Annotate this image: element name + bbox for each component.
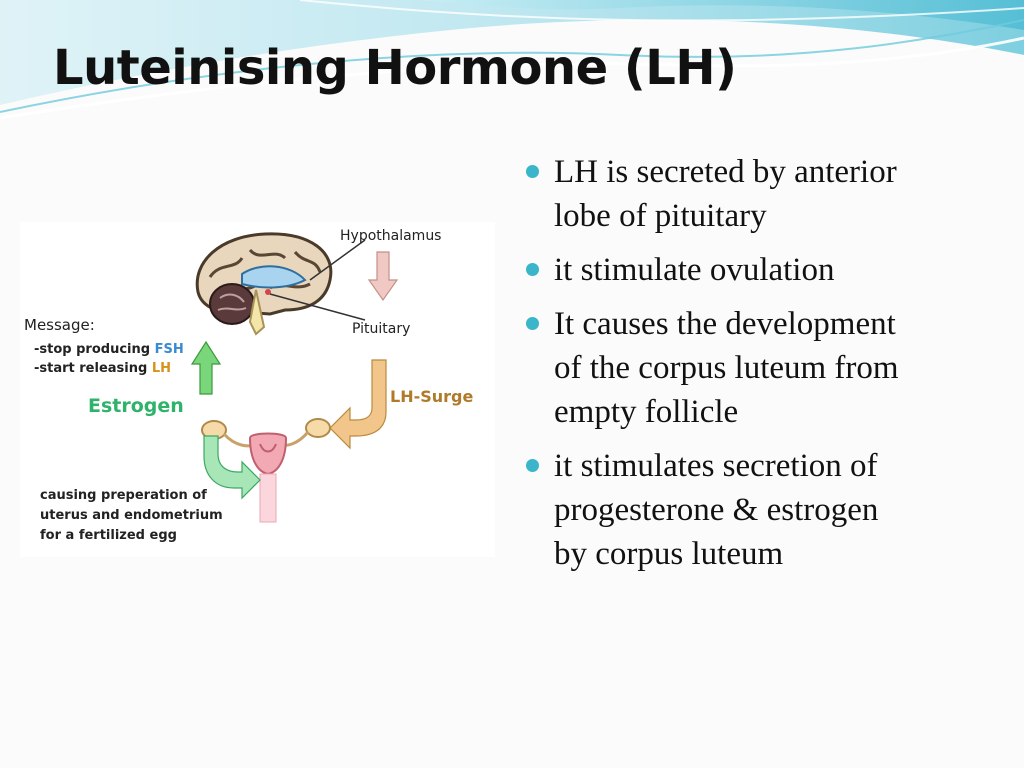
bullet-line: lobe of pituitary <box>554 198 767 234</box>
message-title: Message: <box>24 316 95 334</box>
lh-surge-label: LH-Surge <box>390 387 473 406</box>
message-line2-prefix: -start releasing <box>34 361 152 376</box>
bullet-line: empty follicle <box>554 394 739 430</box>
message-line-stop-fsh: -stop producing FSH <box>34 342 184 357</box>
lh-highlight: LH <box>152 361 171 376</box>
bullet-list: LH is secreted by anterior lobe of pitui… <box>524 150 994 586</box>
down-arrow-icon <box>367 251 399 302</box>
bullet-line: LH is secreted by anterior <box>554 154 897 190</box>
bullet-line: by corpus luteum <box>554 536 784 572</box>
bullet-dot-icon <box>526 317 539 330</box>
green-curved-arrow-icon <box>203 435 261 500</box>
estrogen-label: Estrogen <box>88 395 184 417</box>
brain-illustration <box>195 232 333 336</box>
bullet-item: it stimulate ovulation <box>524 248 994 292</box>
slide-title: Luteinising Hormone (LH) <box>53 40 737 96</box>
caption-line-2: uterus and endometrium <box>40 508 223 523</box>
bullet-item: it stimulates secretion of progesterone … <box>524 444 994 576</box>
bullet-item: It causes the development of the corpus … <box>524 302 994 434</box>
up-arrow-icon <box>190 340 222 395</box>
caption-line-3: for a fertilized egg <box>40 528 177 543</box>
bullet-dot-icon <box>526 459 539 472</box>
lh-feedback-diagram: Hypothalamus Pituitary Message: -stop pr… <box>20 222 495 557</box>
bullet-line: it stimulate ovulation <box>554 252 835 288</box>
pituitary-label: Pituitary <box>352 321 410 337</box>
bullet-line: of the corpus luteum from <box>554 350 899 386</box>
bullet-dot-icon <box>526 263 539 276</box>
message-line-start-lh: -start releasing LH <box>34 361 171 376</box>
bullet-line: progesterone & estrogen <box>554 492 879 528</box>
bullet-dot-icon <box>526 165 539 178</box>
header-wave-decoration <box>0 0 1024 120</box>
bullet-item: LH is secreted by anterior lobe of pitui… <box>524 150 994 238</box>
fsh-highlight: FSH <box>155 342 184 357</box>
lh-surge-arrow-icon <box>329 359 387 450</box>
bullet-line: It causes the development <box>554 306 896 342</box>
message-line1-prefix: -stop producing <box>34 342 155 357</box>
hypothalamus-label: Hypothalamus <box>340 228 441 244</box>
uterus-illustration <box>201 418 331 523</box>
caption-line-1: causing preperation of <box>40 488 207 503</box>
bullet-line: it stimulates secretion of <box>554 448 878 484</box>
